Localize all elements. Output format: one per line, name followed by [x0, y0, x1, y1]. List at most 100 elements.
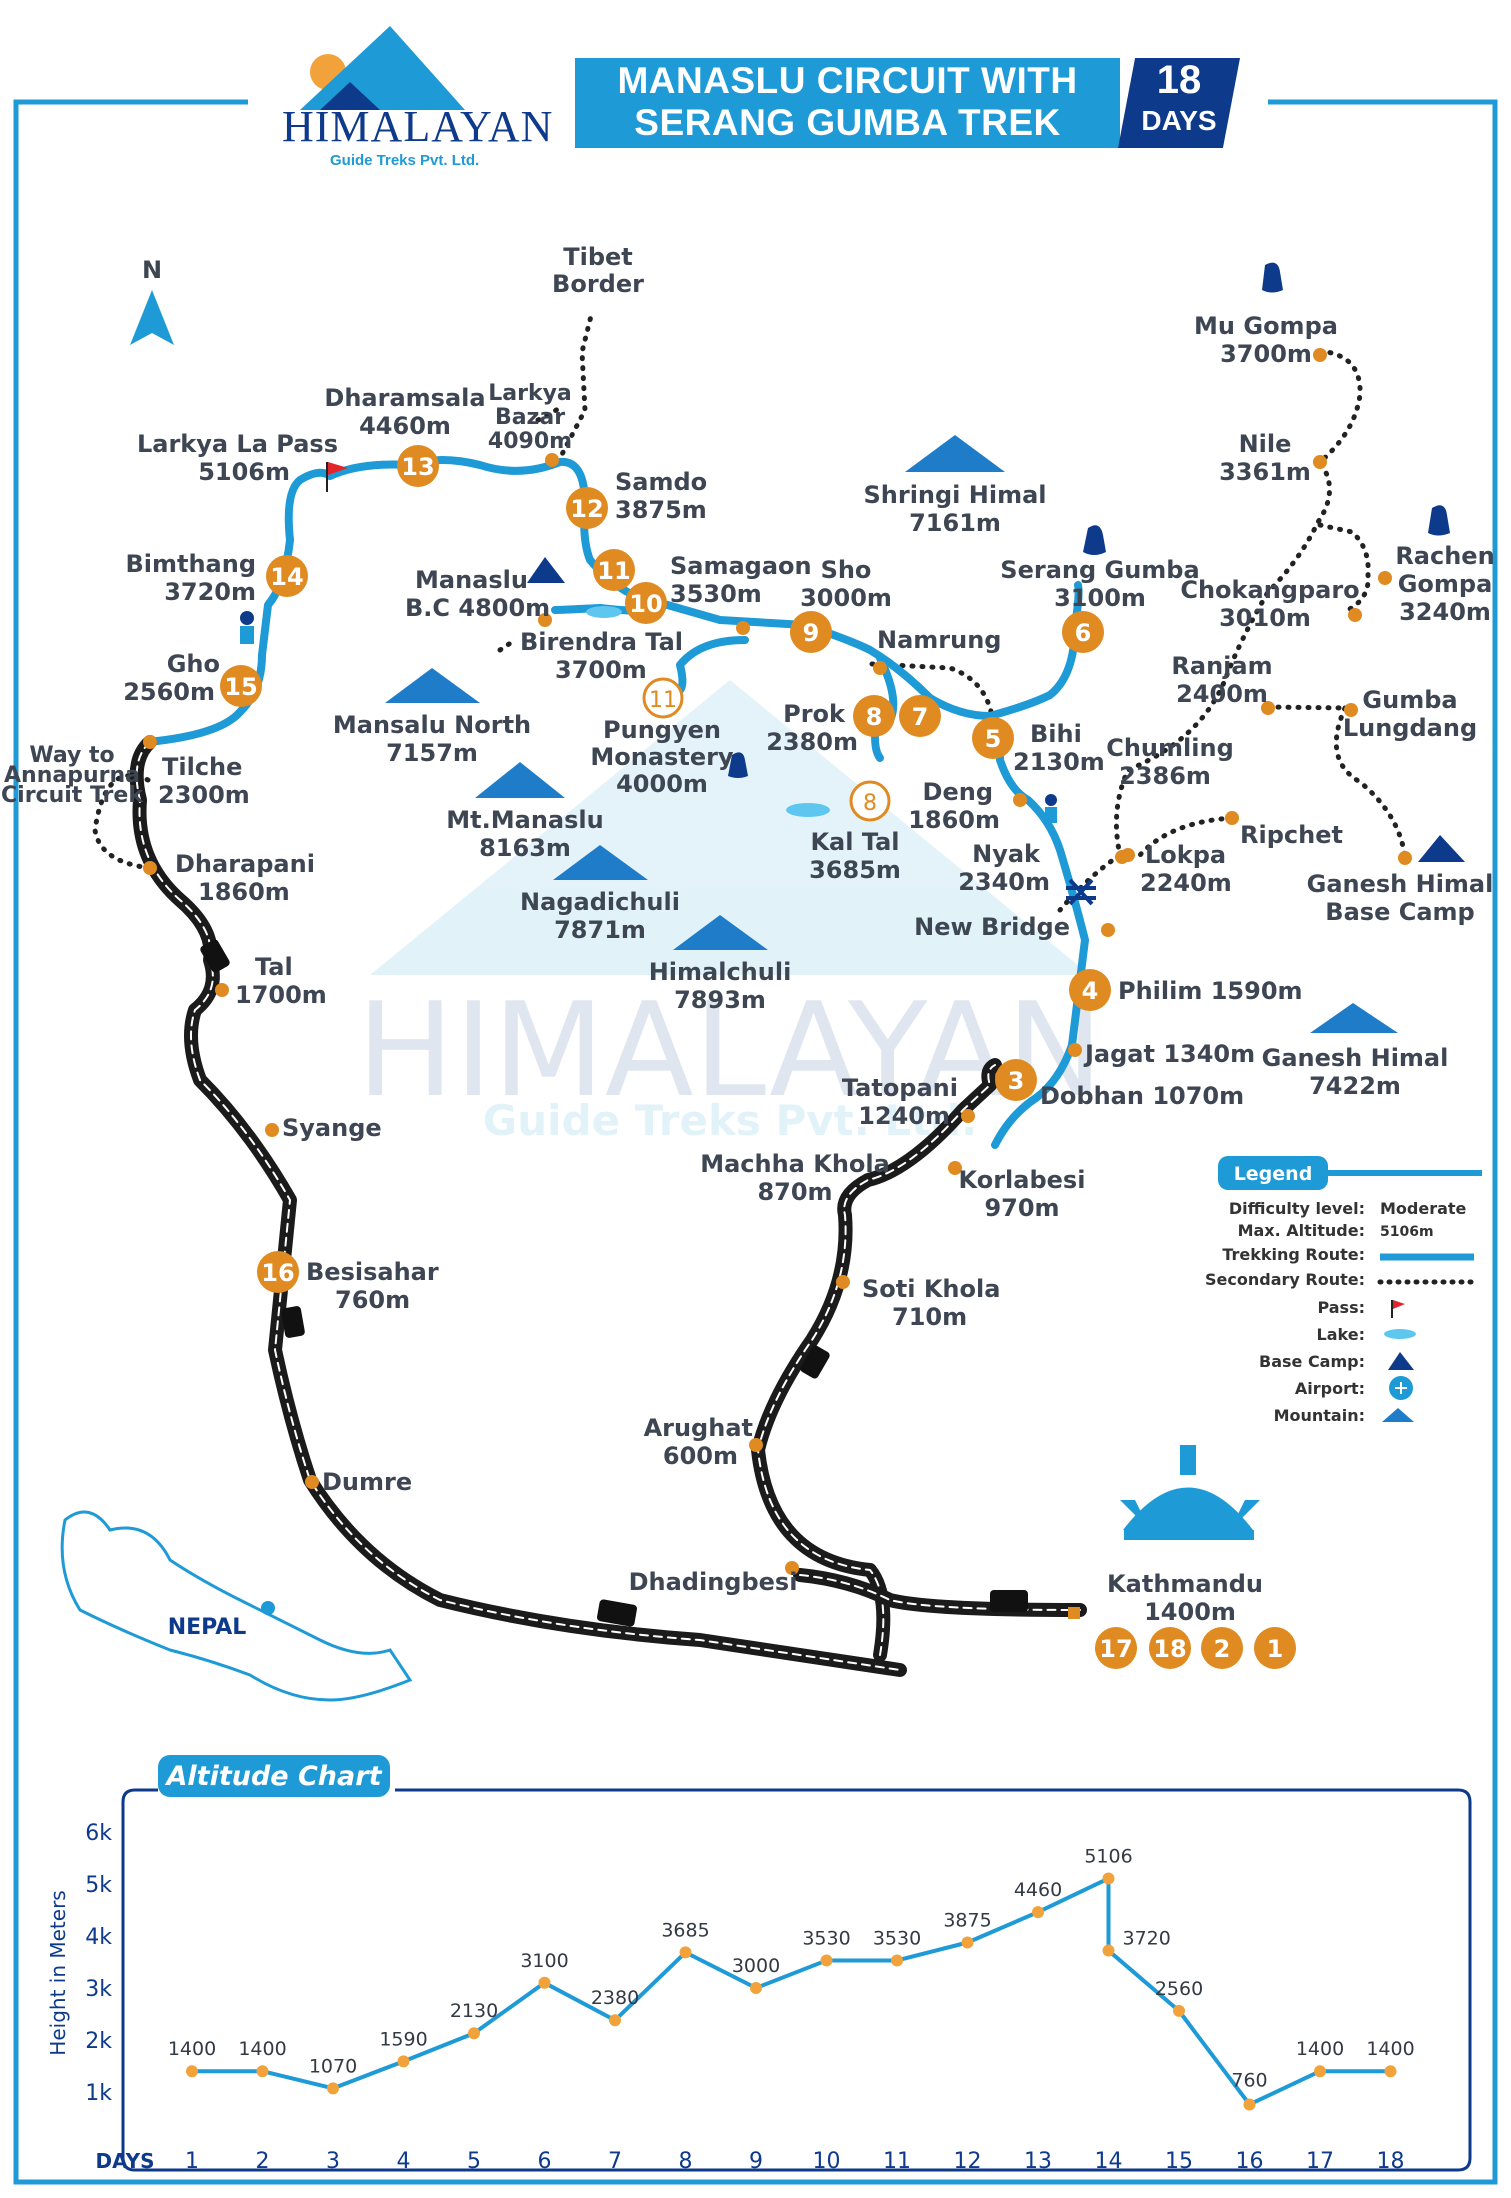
svg-text:Trekking Route:: Trekking Route:	[1222, 1245, 1365, 1264]
svg-text:10: 10	[629, 590, 662, 618]
svg-text:Namrung: Namrung	[877, 626, 1001, 654]
svg-text:4460m: 4460m	[359, 412, 451, 440]
svg-text:Gompa: Gompa	[1398, 570, 1493, 598]
day-marker-12: 12	[566, 487, 608, 529]
svg-text:1400m: 1400m	[1144, 1598, 1236, 1626]
svg-text:Dobhan 1070m: Dobhan 1070m	[1040, 1082, 1244, 1110]
svg-text:B.C 4800m: B.C 4800m	[405, 594, 550, 622]
svg-text:Bimthang: Bimthang	[125, 550, 256, 578]
compass-label: N	[142, 256, 162, 284]
svg-text:Prok: Prok	[783, 700, 846, 728]
svg-text:7422m: 7422m	[1309, 1072, 1401, 1100]
day-marker-18: 18	[1149, 1627, 1191, 1669]
day-marker-3: 3	[995, 1059, 1037, 1101]
svg-text:5: 5	[985, 725, 1002, 753]
svg-text:Tilche: Tilche	[162, 753, 242, 781]
map-frame	[13, 99, 1498, 2185]
pass-flag-icon	[326, 462, 348, 492]
svg-text:Border: Border	[552, 270, 644, 298]
svg-text:Max. Altitude:: Max. Altitude:	[1238, 1221, 1365, 1240]
mountain-icon	[385, 435, 1398, 1033]
svg-text:Sho: Sho	[821, 556, 872, 584]
day-marker-15: 15	[220, 665, 262, 707]
svg-text:11: 11	[649, 688, 677, 713]
svg-text:3700m: 3700m	[555, 656, 647, 684]
svg-text:Nyak: Nyak	[972, 840, 1041, 868]
svg-text:5106m: 5106m	[1380, 1224, 1434, 1240]
nepal-label: NEPAL	[168, 1615, 247, 1640]
svg-text:Larkya La Pass: Larkya La Pass	[137, 430, 338, 458]
svg-text:Secondary Route:: Secondary Route:	[1205, 1270, 1365, 1289]
svg-text:Dumre: Dumre	[322, 1468, 412, 1496]
watermark: HIMALAYAN Guide Treks Pvt. Ltd.	[357, 680, 1103, 1145]
svg-text:New Bridge: New Bridge	[914, 913, 1070, 941]
lake-legend-icon	[1384, 1329, 1416, 1339]
svg-text:Ripchet: Ripchet	[1240, 821, 1343, 849]
basecamp-legend-icon	[1388, 1352, 1414, 1370]
svg-text:13: 13	[401, 453, 434, 481]
day-marker-8-alt: 8	[849, 780, 891, 822]
svg-text:16: 16	[261, 1259, 294, 1287]
day-marker-8: 8	[853, 695, 895, 737]
svg-text:5106m: 5106m	[198, 458, 290, 486]
svg-text:Soti Khola: Soti Khola	[862, 1275, 1000, 1303]
svg-text:12: 12	[570, 495, 603, 523]
svg-text:3100m: 3100m	[1054, 584, 1146, 612]
hiker-icon	[240, 611, 1057, 823]
svg-text:Samagaon: Samagaon	[670, 552, 812, 580]
mountain-labels: Shringi Himal 7161m Mansalu North 7157m …	[333, 481, 1449, 1100]
svg-text:Arughat: Arughat	[644, 1414, 753, 1442]
svg-text:6: 6	[1075, 619, 1092, 647]
svg-text:7: 7	[912, 703, 929, 731]
svg-text:3720m: 3720m	[164, 578, 256, 606]
svg-text:600m: 600m	[663, 1442, 738, 1470]
svg-text:Korlabesi: Korlabesi	[959, 1166, 1086, 1194]
svg-text:2240m: 2240m	[1140, 869, 1232, 897]
nepal-map	[60, 1510, 413, 1702]
lake-birendra	[586, 606, 622, 618]
svg-text:4: 4	[1082, 977, 1099, 1005]
compass-icon	[130, 290, 174, 345]
page-title: MANASLU CIRCUIT WITH SERANG GUMBA TREK	[575, 60, 1120, 144]
svg-text:Way to: Way to	[29, 743, 114, 768]
svg-text:Rachen: Rachen	[1395, 542, 1494, 570]
svg-text:11: 11	[597, 557, 630, 585]
svg-text:3530m: 3530m	[670, 580, 762, 608]
svg-text:Chumling: Chumling	[1106, 734, 1234, 762]
svg-text:Philim 1590m: Philim 1590m	[1118, 977, 1303, 1005]
svg-text:710m: 710m	[892, 1303, 967, 1331]
svg-text:Guide Treks Pvt. Ltd.: Guide Treks Pvt. Ltd.	[483, 1096, 977, 1145]
lake-kaltal	[786, 803, 830, 817]
svg-text:Annapurna: Annapurna	[4, 763, 140, 788]
svg-text:Mansalu North: Mansalu North	[333, 711, 531, 739]
day-marker-17: 17	[1095, 1627, 1137, 1669]
svg-text:Mountain:: Mountain:	[1274, 1406, 1365, 1425]
svg-text:Dhadingbesi: Dhadingbesi	[629, 1568, 798, 1596]
svg-text:Larkya: Larkya	[488, 381, 572, 406]
day-marker-1: 1	[1254, 1627, 1296, 1669]
svg-text:1240m: 1240m	[858, 1102, 950, 1130]
svg-text:7157m: 7157m	[386, 739, 478, 767]
svg-text:1860m: 1860m	[908, 806, 1000, 834]
basecamp-icon	[527, 557, 1465, 862]
svg-text:3010m: 3010m	[1219, 604, 1311, 632]
svg-text:3240m: 3240m	[1399, 598, 1491, 626]
airport-legend-icon	[1389, 1376, 1413, 1400]
mountain-legend-icon	[1382, 1408, 1414, 1422]
pass-legend-icon	[1391, 1300, 1405, 1318]
svg-text:3875m: 3875m	[615, 496, 707, 524]
svg-text:Gumba: Gumba	[1362, 686, 1457, 714]
day-marker-7: 7	[899, 695, 941, 737]
svg-text:2560m: 2560m	[123, 678, 215, 706]
svg-text:Bihi: Bihi	[1030, 720, 1082, 748]
svg-text:Dharamsala: Dharamsala	[324, 384, 485, 412]
svg-text:Tibet: Tibet	[563, 243, 633, 271]
day-marker-4: 4	[1069, 969, 1111, 1011]
svg-text:Base Camp: Base Camp	[1325, 898, 1474, 926]
svg-text:Circuit Trek: Circuit Trek	[1, 783, 144, 808]
svg-text:Besisahar: Besisahar	[306, 1258, 439, 1286]
svg-text:Kathmandu: Kathmandu	[1107, 1570, 1263, 1598]
days-number: 18	[1156, 58, 1202, 102]
svg-text:Ganesh Himal: Ganesh Himal	[1262, 1044, 1449, 1072]
day-marker-16: 16	[257, 1251, 299, 1293]
